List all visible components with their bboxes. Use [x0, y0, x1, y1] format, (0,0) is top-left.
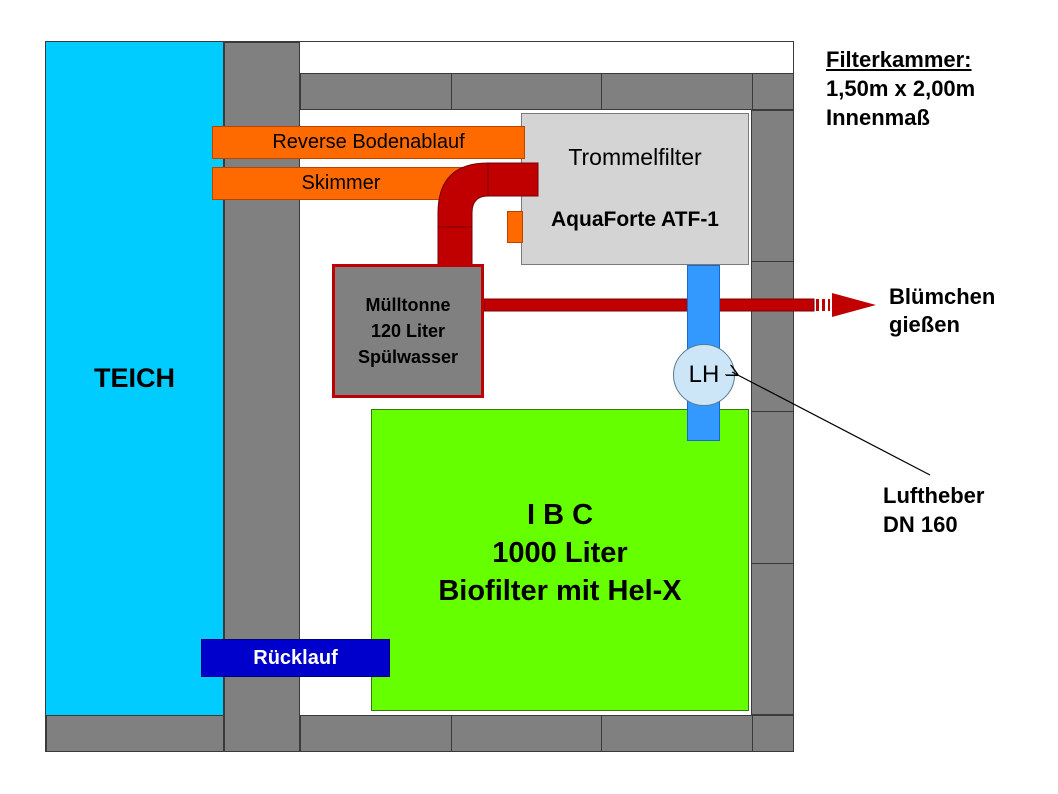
ruecklauf-pipe: Rücklauf — [201, 639, 390, 677]
pipe-reverse-bodenablauf-label: Reverse Bodenablauf — [272, 131, 465, 153]
lh-label: LH — [688, 361, 720, 388]
lufttheber-callout: Luftheber DN 160 — [883, 481, 984, 539]
wall-left — [224, 42, 300, 752]
ibc-biofilter: I B C 1000 Liter Biofilter mit Hel-X — [371, 409, 749, 711]
filterkammer-size: 1,50m x 2,00m — [826, 76, 976, 101]
ibc-line1: I B C — [526, 499, 594, 531]
filterkammer-note: Innenmaß — [826, 105, 930, 130]
outflow-pipe-arrow — [484, 293, 876, 317]
pipe-small-stub — [507, 211, 523, 243]
filterkammer-info: Filterkammer: 1,50m x 2,00m Innenmaß — [826, 45, 1046, 132]
pipe-skimmer: Skimmer — [212, 167, 470, 200]
bluemchen-line1: Blümchen — [889, 284, 996, 309]
waste-bin: Mülltonne 120 Liter Spülwasser — [332, 264, 484, 398]
lufttheber-leader-line — [720, 360, 931, 476]
lufttheber-line2: DN 160 — [883, 512, 958, 537]
drum-filter: Trommelfilter AquaForte ATF-1 — [521, 113, 749, 265]
pipe-reverse-bodenablauf: Reverse Bodenablauf — [212, 126, 525, 159]
waste-bin-line2: 120 Liter — [370, 321, 446, 341]
red-pipe-elbow — [437, 162, 539, 283]
wall-top — [300, 73, 794, 110]
wall-bottom-left — [46, 715, 224, 752]
ruecklauf-label: Rücklauf — [253, 646, 338, 669]
ibc-line2: 1000 Liter — [492, 537, 628, 569]
wall-bottom — [300, 715, 794, 752]
drum-filter-name: Trommelfilter — [568, 144, 702, 170]
drum-filter-model: AquaForte ATF-1 — [551, 208, 719, 231]
ibc-line3: Biofilter mit Hel-X — [438, 575, 682, 607]
filterkammer-title: Filterkammer: — [826, 47, 972, 72]
pipe-skimmer-label: Skimmer — [301, 172, 381, 194]
wall-right — [751, 110, 794, 715]
teich-label: TEICH — [94, 363, 175, 393]
lufttheber-line1: Luftheber — [883, 483, 985, 508]
waste-bin-line1: Mülltonne — [365, 295, 451, 315]
bluemchen-callout: Blümchen gießen — [889, 283, 995, 339]
waste-bin-line3: Spülwasser — [357, 347, 459, 367]
teich-pond: TEICH — [46, 42, 224, 715]
bluemchen-line2: gießen — [889, 312, 960, 337]
